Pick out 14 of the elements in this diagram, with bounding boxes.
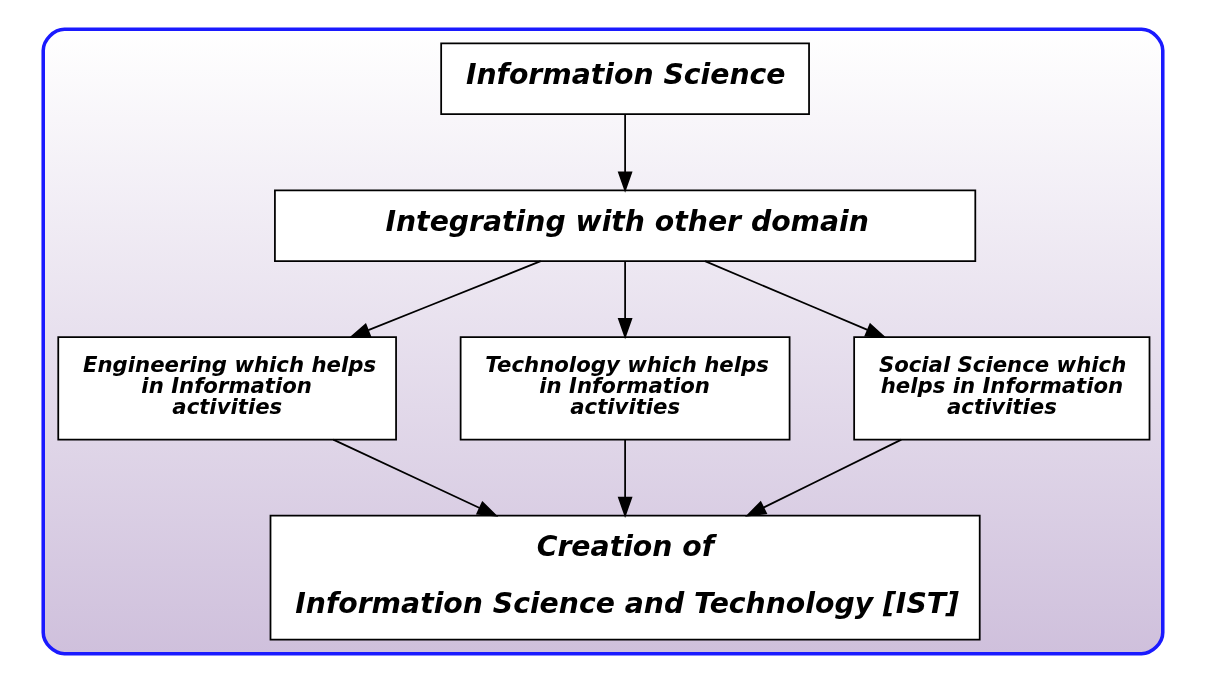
arrow — [617, 439, 633, 518]
node-box: Social Science which helps in Information activities — [853, 336, 1151, 441]
arrow — [617, 113, 633, 193]
arrow — [617, 260, 633, 340]
arrow — [745, 438, 903, 517]
arrow — [349, 260, 542, 338]
node-box: Information Science — [440, 42, 810, 116]
arrow — [332, 438, 499, 517]
arrow — [704, 260, 887, 338]
cluster — [41, 27, 1165, 656]
node-box: Creation of Information Science and Technology [IST] — [269, 514, 981, 641]
node-box: Technology which helps in Information activities — [459, 336, 791, 441]
node-box: Integrating with other domain — [274, 189, 977, 262]
node-box: Engineering which helps in Information activities — [57, 336, 397, 441]
